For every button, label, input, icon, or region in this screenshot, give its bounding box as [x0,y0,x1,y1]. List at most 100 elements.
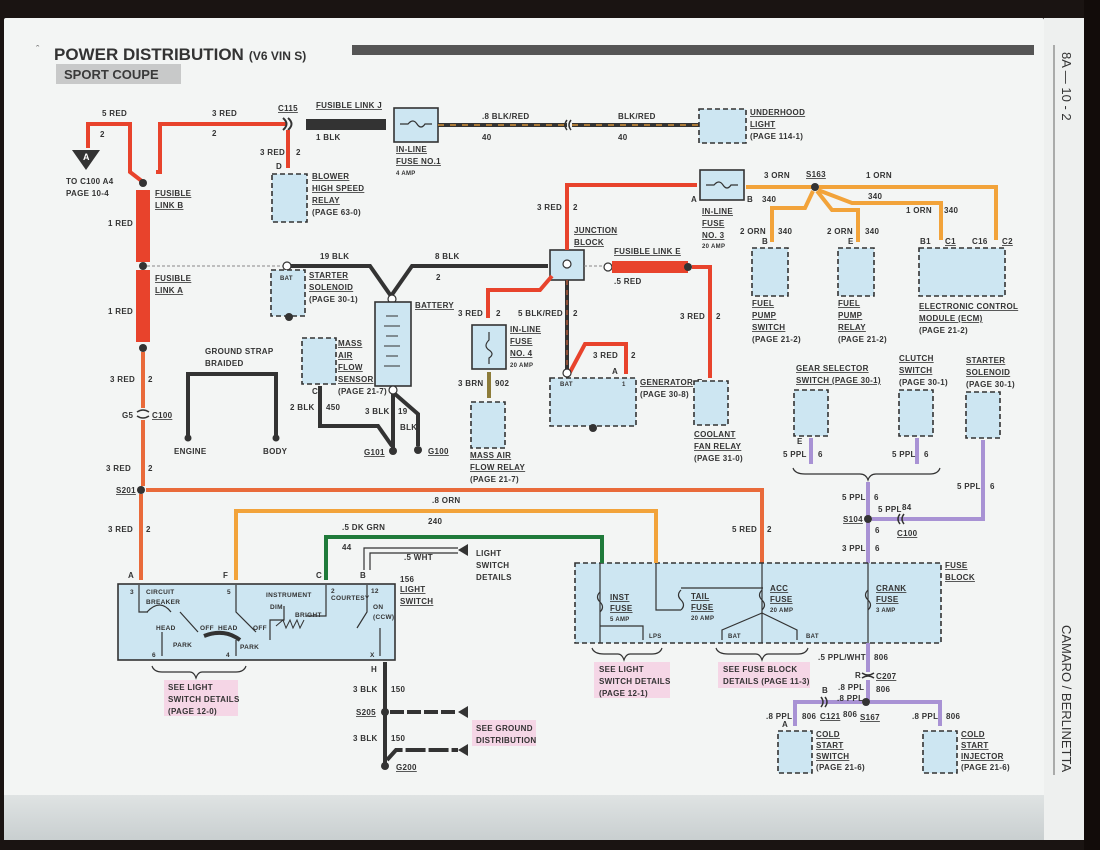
wire-label: 6 [875,544,880,553]
wire-label: 340 [865,227,879,236]
fuse-block [574,562,942,644]
tail-fuse-label: FUSE [691,603,714,612]
component-label: CLUTCH [899,354,934,363]
fuel-pump-switch [751,247,789,297]
starter-solenoid [270,269,306,317]
ground-g100-icon [414,446,422,454]
pin-label: A [128,571,134,580]
component-label: SENSOR [338,375,374,384]
note-text: (PAGE 12-0) [168,707,217,716]
tail-fuse-rating: 20 AMP [691,616,714,622]
wire-label: 1 RED [108,307,133,316]
wire-5red [86,122,145,184]
note-text: (PAGE 12-1) [599,689,648,698]
ground-icon [272,434,280,442]
component-label: STARTER [309,271,348,280]
fusible-link-b [136,190,150,262]
subtitle: SPORT COUPE [64,67,159,82]
wire-label: .5 DK GRN [342,523,385,532]
fuse-icon [400,120,432,128]
off-page-marker: A [83,152,90,162]
wire-label: 2 [436,273,441,282]
wire-3red-fuse3 [565,183,697,250]
component-label: (PAGE 21-6) [816,763,865,772]
wire-label: 3 BLK [365,407,390,416]
component-label: UNDERHOOD [750,108,805,117]
fuse4-rating: 20 AMP [510,363,533,369]
fuse3-label: IN-LINE [702,207,733,216]
component-label: (PAGE 30-8) [640,390,689,399]
wire-label: 3 RED [458,309,483,318]
wire-5red-fuseblock [146,488,764,565]
wire-label: 6 [990,482,995,491]
fuse-icon [485,332,493,364]
blower-relay [271,173,308,223]
wire-label: 5 PPL [878,505,902,514]
fuse4-label: NO. 4 [510,349,533,358]
pin-label: B [822,686,828,695]
background-edge [1084,0,1100,850]
connector-c100-icon [136,409,150,419]
note-text: DISTRIBUTION [476,736,537,745]
pin-label: BAT [560,382,573,388]
ground-icon [285,313,293,321]
fl-e-label: FUSIBLE LINK E [614,247,681,256]
note-light-switch-12-0 [164,680,238,716]
arrow-left-icon [458,706,468,718]
wire-5wht [363,547,458,570]
ls-details-label: LIGHT [476,549,502,558]
ls-text: BREAKER [146,599,180,606]
ground-label: G100 [428,447,449,456]
wire-label: 44 [342,543,352,552]
wire-label: 450 [326,403,340,412]
component-label: (PAGE 21-7) [338,387,387,396]
wire-label: 3 RED [106,464,131,473]
wire-label: 902 [495,379,509,388]
light-switch [117,583,396,661]
component-label: GEAR SELECTOR [796,364,869,373]
junction-stud [562,259,572,269]
wire-label: BLK/RED [618,112,656,121]
wire-label: .8 PPL [838,683,864,692]
fuse-block-internal [599,563,869,643]
splice-s163 [811,183,819,191]
fusible-link-e [612,261,688,273]
pin-label: B [747,195,753,204]
fuse1-rating: 4 AMP [396,171,416,177]
off-page-page: PAGE 10-4 [66,189,109,198]
acc-fuse-label: FUSE [770,595,793,604]
ls-details-label: SWITCH [476,561,509,570]
wire-label: 2 [573,203,578,212]
off-page-triangle-icon [72,150,100,170]
wire-label: 3 RED [537,203,562,212]
terminal [603,262,613,272]
ls-pin: X [370,652,375,659]
wire-2orn-fps [770,190,815,242]
component-label: (PAGE 21-2) [919,326,968,335]
fuse-icon [706,181,738,189]
component-label: (PAGE 21-2) [838,335,887,344]
component-label: COLD [816,730,840,739]
note-text: SEE LIGHT [599,665,644,674]
crank-fuse-label: FUSE [876,595,899,604]
wire-label: 5 PPL [957,482,981,491]
page-number: 8A — 10 - 2 [1059,52,1074,121]
component-label: (PAGE 21-7) [470,475,519,484]
pin-label: B1 [920,237,931,246]
pin-label: R [855,671,861,680]
splice-label: S167 [860,713,880,722]
wire-dashed-ground-2 [385,748,458,762]
fuse3-rating: 20 AMP [702,244,725,250]
wire-label: 150 [391,685,405,694]
component-label: COLD [961,730,985,739]
terminal [562,368,572,378]
splice [139,344,147,352]
wire-label: BLK [400,423,417,432]
ls-pin: 4 [226,652,230,659]
wire-label: .8 PPL [912,712,938,721]
connector-label: C207 [876,672,897,681]
wire-label: 2 [148,464,153,473]
vehicle-name: CAMARO / BERLINETTA [1059,625,1074,772]
ls-text: (CCW) [373,614,394,621]
ls-details-label: DETAILS [476,573,512,582]
